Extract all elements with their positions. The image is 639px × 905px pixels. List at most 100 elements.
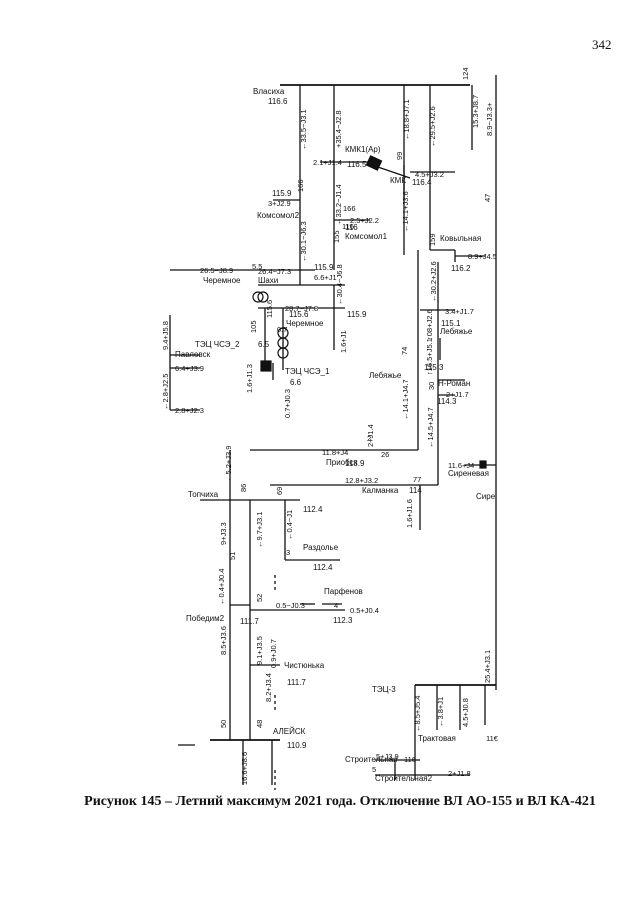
- flow-label: 0.5−J0.3: [276, 601, 305, 610]
- flow-label-vertical: ←2.8+J2.5: [161, 374, 170, 410]
- node-kovylnaya-name: Ковыльная: [440, 234, 481, 243]
- node-n-roman-name: Н-Роман: [438, 379, 470, 388]
- flow-label-vertical: ←8.5+J5.4: [413, 696, 422, 732]
- flow-label-vertical: 15.3+J8.7: [471, 95, 480, 128]
- flow-label-vertical: 47: [483, 194, 492, 202]
- node-shakhi-top-voltage: 115.9: [314, 263, 334, 272]
- flow-label: 6.4+J3.9: [175, 364, 204, 373]
- node-tets-chse2-value: 6.5: [258, 340, 270, 349]
- node-kmk-voltage: 116.4: [412, 178, 432, 187]
- node-n-roman-voltage: 114.3: [437, 397, 457, 406]
- flow-label-vertical: 115.6: [265, 300, 274, 318]
- node-kalmanka-name: Калманка: [362, 486, 399, 495]
- flow-label: 8.9+J4.5: [468, 252, 497, 261]
- node-stroitelnaya-name: Строительная: [345, 755, 398, 764]
- flow-label-vertical: ←3.8+J1: [436, 697, 445, 727]
- node-chistyunka-voltage: 111.7: [287, 678, 306, 687]
- flow-label: 5+J3.9: [376, 752, 399, 761]
- flow-label-vertical: ↑16.5+J5.1: [425, 338, 434, 375]
- flow-label-vertical: 99: [395, 152, 404, 160]
- node-lebyazhe-r-name: Лебяжье: [440, 327, 473, 336]
- flow-label-vertical: 74: [400, 347, 409, 355]
- flow-label: 11.8+J4: [322, 448, 348, 457]
- flow-label: 26.4−J7.3: [258, 267, 291, 276]
- flow-label-vertical: 9.4+J5.8: [161, 321, 170, 350]
- flow-label-vertical: 48: [255, 720, 264, 728]
- flow-label-vertical: 0.9+J0.7: [269, 639, 278, 668]
- node-sirenevaya-name: Сиреневая: [448, 469, 489, 478]
- flow-label-vertical: 1.6+J1.3: [245, 364, 254, 393]
- flow-label-vertical: 25.4+J3.1: [483, 650, 492, 683]
- flow-label-vertical: 8.9−J3.3+: [485, 102, 494, 136]
- flow-label-vertical: 69: [275, 487, 284, 495]
- node-pobedim2-name: Победим2: [186, 614, 225, 623]
- flow-label-vertical: 16.6+J8.6: [240, 752, 249, 785]
- flow-label-vertical: 86: [239, 484, 248, 492]
- figure-caption: Рисунок 145 – Летний максимум 2021 года.…: [84, 794, 596, 809]
- flow-label: 4: [334, 601, 338, 610]
- node-kmk-name: КМК: [390, 176, 406, 185]
- node-priobsk-voltage: 113.9: [345, 459, 365, 468]
- node-kovylnaya-voltage: 116.2: [451, 264, 471, 273]
- node-vlasikha-voltage: 116.6: [268, 97, 288, 106]
- flow-label: 2: [367, 434, 371, 443]
- flow-label-vertical: 50: [219, 720, 228, 728]
- flow-label: 11.6+J4: [448, 461, 474, 470]
- flow-label-vertical: 159: [428, 233, 437, 246]
- flow-label-vertical: 2+J1.4: [366, 424, 375, 447]
- node-kalmanka-voltage: 114: [409, 486, 422, 495]
- node-kmk1-voltage: 116.5: [347, 160, 367, 169]
- flow-label: 12.8+J3.2: [345, 476, 378, 485]
- node-lebyazhe-l-name: Лебяжье: [369, 371, 402, 380]
- node-tets3-name: ТЭЦ-3: [372, 685, 396, 694]
- flow-label: 116: [404, 755, 416, 764]
- flow-label-vertical: ←14.5+J4.7: [426, 407, 435, 448]
- node-traktovaya-name: Трактовая: [418, 734, 456, 743]
- node-lebyazhe-r-voltage: 115.1: [441, 319, 461, 328]
- node-pavlovsk-name: Павловск: [175, 350, 211, 359]
- flow-label-vertical: ←29.5+J2.6: [428, 106, 437, 147]
- flow-label: 2+J1.7: [446, 390, 469, 399]
- flow-label-vertical: 30: [427, 382, 436, 390]
- flow-label: 28.7−J7.8: [285, 304, 318, 313]
- node-cheremnoe1-voltage: 115.6: [289, 310, 309, 319]
- node-vlasikha-name: Власиха: [253, 87, 285, 96]
- node-razdolye-voltage: 112.4: [313, 563, 333, 572]
- flow-label-vertical: ←14.1+J4.7: [401, 379, 410, 420]
- node-topchikha-name: Топчиха: [188, 490, 219, 499]
- flow-label: 2+J1.8: [448, 769, 471, 778]
- flow-label: 5.5: [252, 262, 262, 271]
- node-tets-chse2-name: ТЭЦ ЧСЭ_2: [195, 340, 240, 349]
- node-razdolye-name: Раздолье: [303, 543, 339, 552]
- node-cheremnoe2-name: Черемное: [203, 276, 241, 285]
- flow-label: 5: [372, 765, 376, 774]
- node-stroitelnaya2-name: Строительная2: [375, 774, 433, 783]
- node-komsomol2-name: Комсомол2: [257, 211, 300, 220]
- node-aleysk-name: АЛЕЙСК: [273, 727, 306, 736]
- page-number: 342: [592, 37, 612, 52]
- node-priobsk-name: Приобск: [326, 458, 358, 467]
- flow-label-vertical: 8.2+J3.4: [264, 673, 273, 702]
- flow-label: 26: [381, 450, 389, 459]
- flow-label: 2.1+J1.4: [313, 158, 342, 167]
- grid-equipment: [252, 155, 487, 469]
- flow-label: 0.7: [277, 325, 287, 334]
- node-shakhi-top-name: Шахи: [258, 276, 278, 285]
- flow-label: 3.4+J1.7: [445, 307, 474, 316]
- flow-label-vertical: ←18.8+J7.1: [402, 99, 411, 140]
- node-komsomol2-voltage: 115.9: [272, 189, 292, 198]
- flow-label: 0.5+J0.4: [350, 606, 379, 615]
- flow-label-vertical: ←14.1+J3.6: [401, 191, 410, 232]
- flow-label-vertical: ←9.7+J3.1: [255, 512, 264, 548]
- node-sire-name: Сире: [476, 492, 496, 501]
- flow-label-vertical: 9.1+J3.5: [255, 636, 264, 665]
- flow-label-vertical: 1.6+J1.6: [405, 499, 414, 528]
- node-cheremnoe1-name: Черемное: [286, 319, 324, 328]
- flow-label-vertical: ←30.1−J6.3: [299, 221, 308, 262]
- node-aleysk-voltage: 110.9: [287, 741, 307, 750]
- node-kmk1-name: КМК1(Ар): [345, 145, 381, 154]
- flow-label-vertical: ←30.2+J2.6: [429, 261, 438, 302]
- flow-label: 11€: [486, 734, 499, 743]
- flow-label-vertical: 0.7+J0.3: [283, 389, 292, 418]
- flow-label: 4.5+J3.2: [415, 170, 444, 179]
